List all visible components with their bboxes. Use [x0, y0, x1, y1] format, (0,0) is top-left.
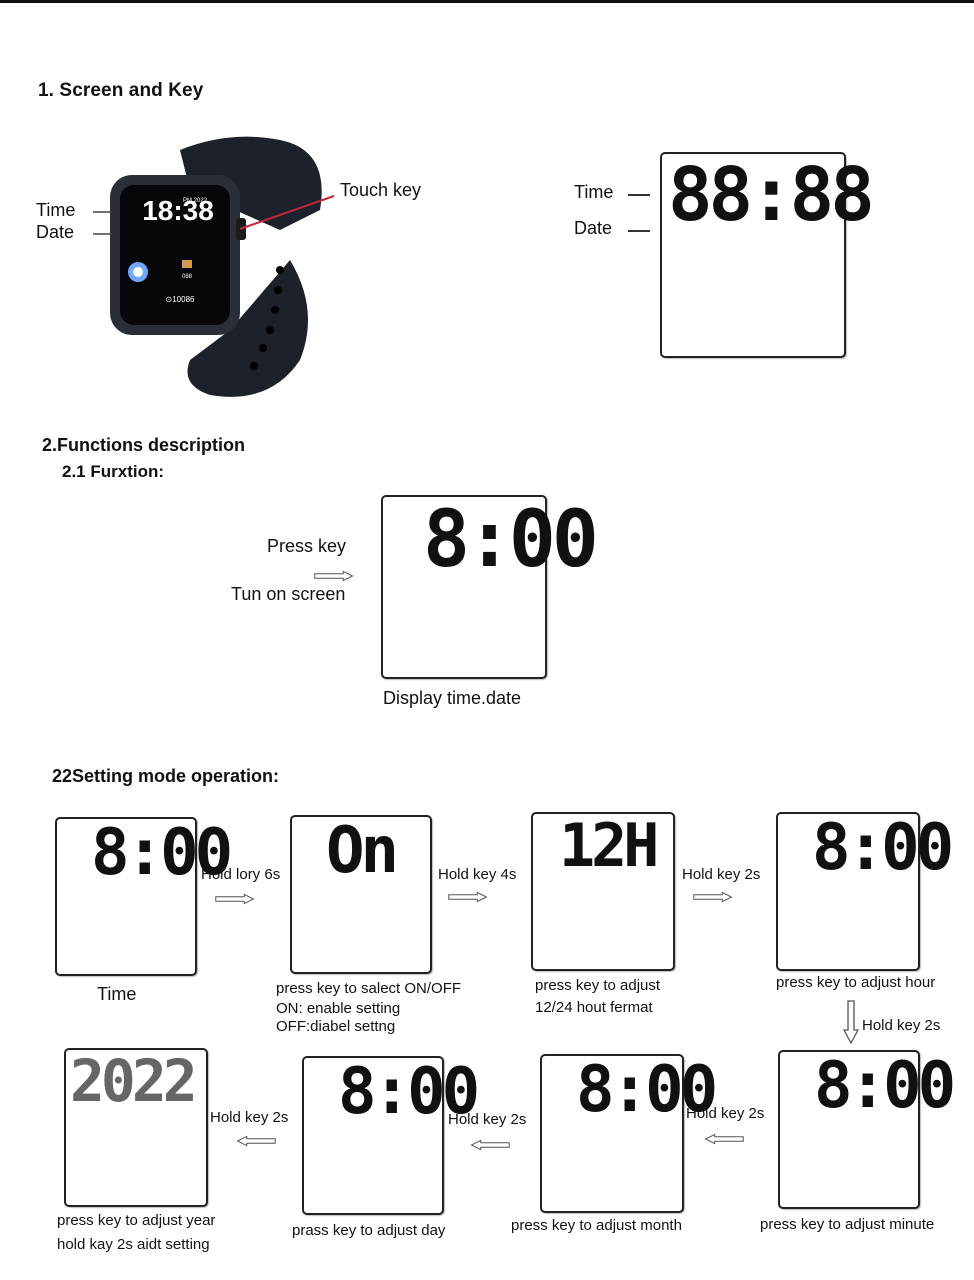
row2-caption-month: press key to adjust month	[511, 1217, 682, 1234]
top-border	[0, 0, 974, 3]
display-lcd: 88:88	[660, 152, 875, 358]
turn-on-screen-label: Tun on screen	[231, 584, 346, 604]
function-lcd-digits: 8:00	[423, 495, 599, 585]
row1-caption-time: Time	[97, 984, 137, 1004]
row2-lcd-month-digits: 8:00	[576, 1053, 718, 1127]
row1-lcd-time-digits: 8:00	[91, 816, 233, 890]
caption-line: ON: enable setting	[276, 1000, 401, 1017]
row2-arrow-label-3: Hold key 2s	[686, 1105, 765, 1122]
watch-time-label: Time	[36, 200, 76, 220]
row2-lcd-year-digits: 2022	[70, 1047, 198, 1115]
row2-arrow-label-1: Hold key 2s	[210, 1109, 289, 1126]
row1-caption-on: press key to salect ON/OFF ON: enable se…	[276, 978, 461, 1036]
row1-arrow-label-2: Hold key 4s	[438, 866, 517, 883]
row1-lcd-time: 8:00	[55, 817, 233, 976]
watch-date-label: Date	[36, 222, 75, 242]
function-lcd: 8:00	[381, 495, 599, 679]
watch-illustration: 18:38 PM 2022 088 ⊙10086	[93, 136, 335, 397]
section3-title: 22Setting mode operation:	[52, 766, 280, 786]
row2-lcd-year: 2022	[64, 1048, 208, 1207]
left-arrow-icon	[470, 1139, 510, 1151]
caption-line: hold kay 2s aidt setting	[57, 1236, 210, 1253]
row2-caption-day: prass key to adjust day	[292, 1222, 446, 1239]
row1-lcd-on: On	[290, 815, 432, 974]
row1-lcd-hour-digits: 8:00	[812, 811, 954, 885]
caption-line: OFF:diabel settng	[276, 1018, 396, 1035]
row2-lcd-month: 8:00	[540, 1054, 718, 1213]
display-time-label: Time	[574, 182, 614, 202]
row1-arrow-label-3: Hold key 2s	[682, 866, 761, 883]
row1-lcd-12h: 12H	[531, 812, 675, 971]
row2-arrow-label-2: Hold key 2s	[448, 1111, 527, 1128]
caption-line: press key to adjust year	[57, 1212, 216, 1229]
display-digits: 88:88	[668, 152, 875, 238]
row2-lcd-minute: 8:00	[778, 1050, 956, 1209]
row2-lcd-day: 8:00	[302, 1056, 480, 1215]
left-arrow-icon	[704, 1133, 744, 1145]
row2-lcd-minute-digits: 8:00	[814, 1049, 956, 1123]
row1-caption-12h: press key to adjust 12/24 hout fermat	[535, 975, 660, 1019]
function-caption: Display time.date	[383, 688, 522, 708]
svg-text:PM 2022: PM 2022	[183, 198, 208, 204]
svg-text:18:38: 18:38	[142, 195, 214, 226]
caption-line: 12/24 hout fermat	[535, 999, 653, 1016]
row1-lcd-on-digits: On	[326, 814, 399, 888]
right-arrow-icon	[215, 893, 255, 905]
right-arrow-icon	[693, 891, 733, 903]
row1-lcd-hour: 8:00	[776, 812, 954, 971]
section2-title: 2.Functions description	[42, 435, 246, 455]
row1-arrow-label-1: Hold lory 6s	[201, 866, 281, 883]
section1-title: 1. Screen and Key	[38, 80, 204, 101]
down-arrow-icon	[843, 1000, 859, 1044]
row2-caption-minute: press key to adjust minute	[760, 1216, 935, 1233]
press-key-label: Press key	[267, 536, 347, 556]
row1-lcd-12h-digits: 12H	[559, 811, 659, 881]
caption-line: press key to salect ON/OFF	[276, 980, 462, 997]
right-arrow-icon	[314, 570, 354, 582]
section2-subtitle: 2.1 Furxtion:	[62, 462, 165, 481]
display-date-label: Date	[574, 218, 613, 238]
date-leader-line	[628, 230, 650, 232]
caption-line: press key to adjust	[535, 977, 661, 994]
row2-caption-year: press key to adjust year hold kay 2s aid…	[57, 1210, 215, 1256]
row1-caption-hour: press key to adjust hour	[776, 974, 936, 991]
right-arrow-icon	[448, 891, 488, 903]
time-leader-line	[628, 194, 650, 196]
left-arrow-icon	[236, 1135, 276, 1147]
svg-text:088: 088	[182, 274, 193, 280]
row2-lcd-day-digits: 8:00	[338, 1055, 480, 1129]
svg-text:⊙10086: ⊙10086	[166, 295, 196, 304]
down-arrow-label: Hold key 2s	[862, 1017, 941, 1034]
touch-key-label: Touch key	[340, 180, 422, 200]
